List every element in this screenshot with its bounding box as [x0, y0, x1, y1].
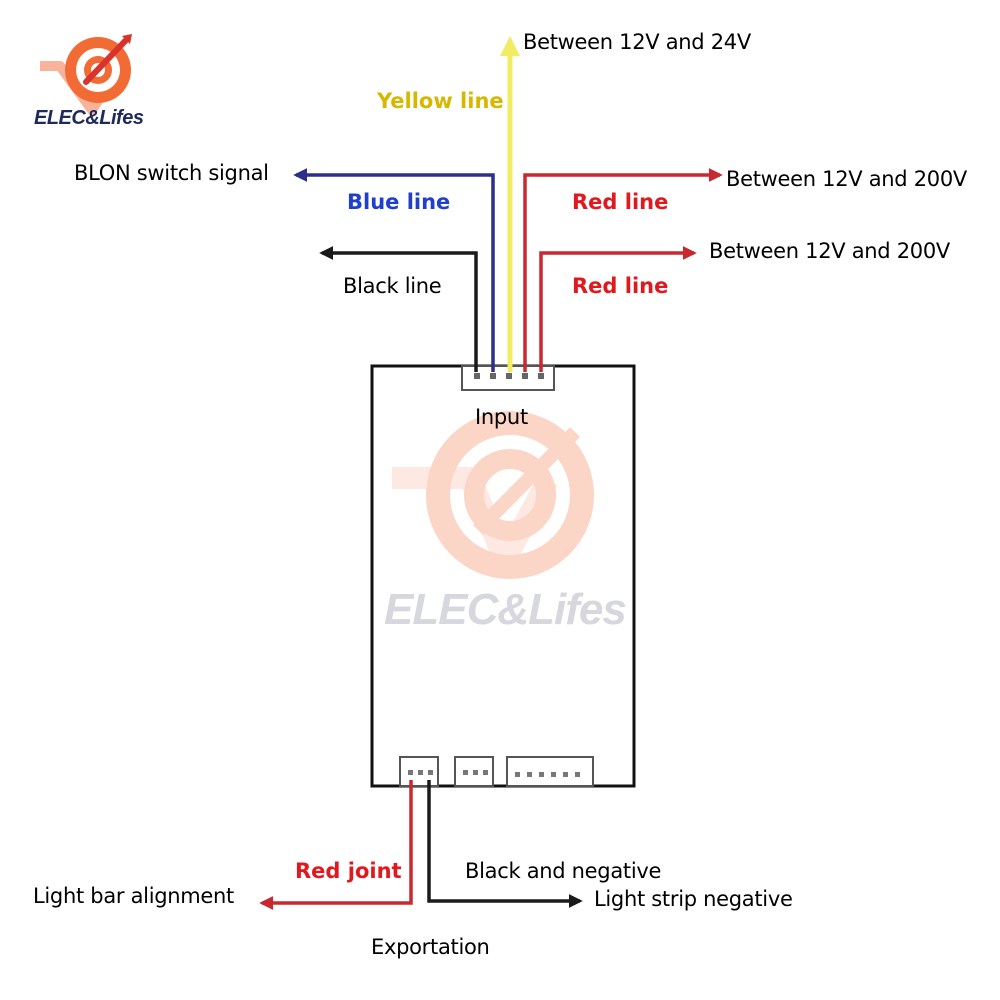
input-label: Input: [475, 405, 528, 429]
blue-wire-function-label: BLON switch signal: [74, 161, 269, 185]
brand-logo-icon: [40, 34, 132, 115]
output-black-function-label: Light strip negative: [594, 887, 793, 911]
red-wire-2: [539, 246, 697, 372]
red-wire-2-function-label: Between 12V and 200V: [709, 239, 950, 263]
output-connector-pins: [408, 770, 580, 777]
output-red-color-label: Red joint: [295, 859, 402, 883]
blue-wire: [293, 168, 495, 372]
red-wire-1-color-label: Red line: [572, 190, 669, 214]
output-black-color-label: Black and negative: [465, 859, 662, 883]
watermark-text: ELEC&Lifes: [384, 585, 627, 634]
watermark-logo-icon: [392, 411, 594, 579]
output-connector-3: [506, 756, 594, 787]
input-connector-pins: [474, 373, 544, 379]
red-wire-1: [523, 168, 723, 372]
output-black-wire: [427, 780, 583, 908]
output-label: Exportation: [371, 935, 490, 959]
output-red-function-label: Light bar alignment: [33, 884, 234, 908]
black-wire-color-label: Black line: [343, 274, 442, 298]
yellow-wire-function-label: Between 12V and 24V: [523, 30, 751, 54]
red-wire-2-color-label: Red line: [572, 274, 669, 298]
yellow-wire-color-label: Yellow line: [377, 89, 504, 113]
red-wire-1-function-label: Between 12V and 200V: [726, 167, 967, 191]
black-wire: [319, 246, 478, 372]
output-red-wire: [259, 780, 413, 910]
blue-wire-color-label: Blue line: [347, 190, 451, 214]
brand-name: ELEC&Lifes: [34, 107, 144, 129]
